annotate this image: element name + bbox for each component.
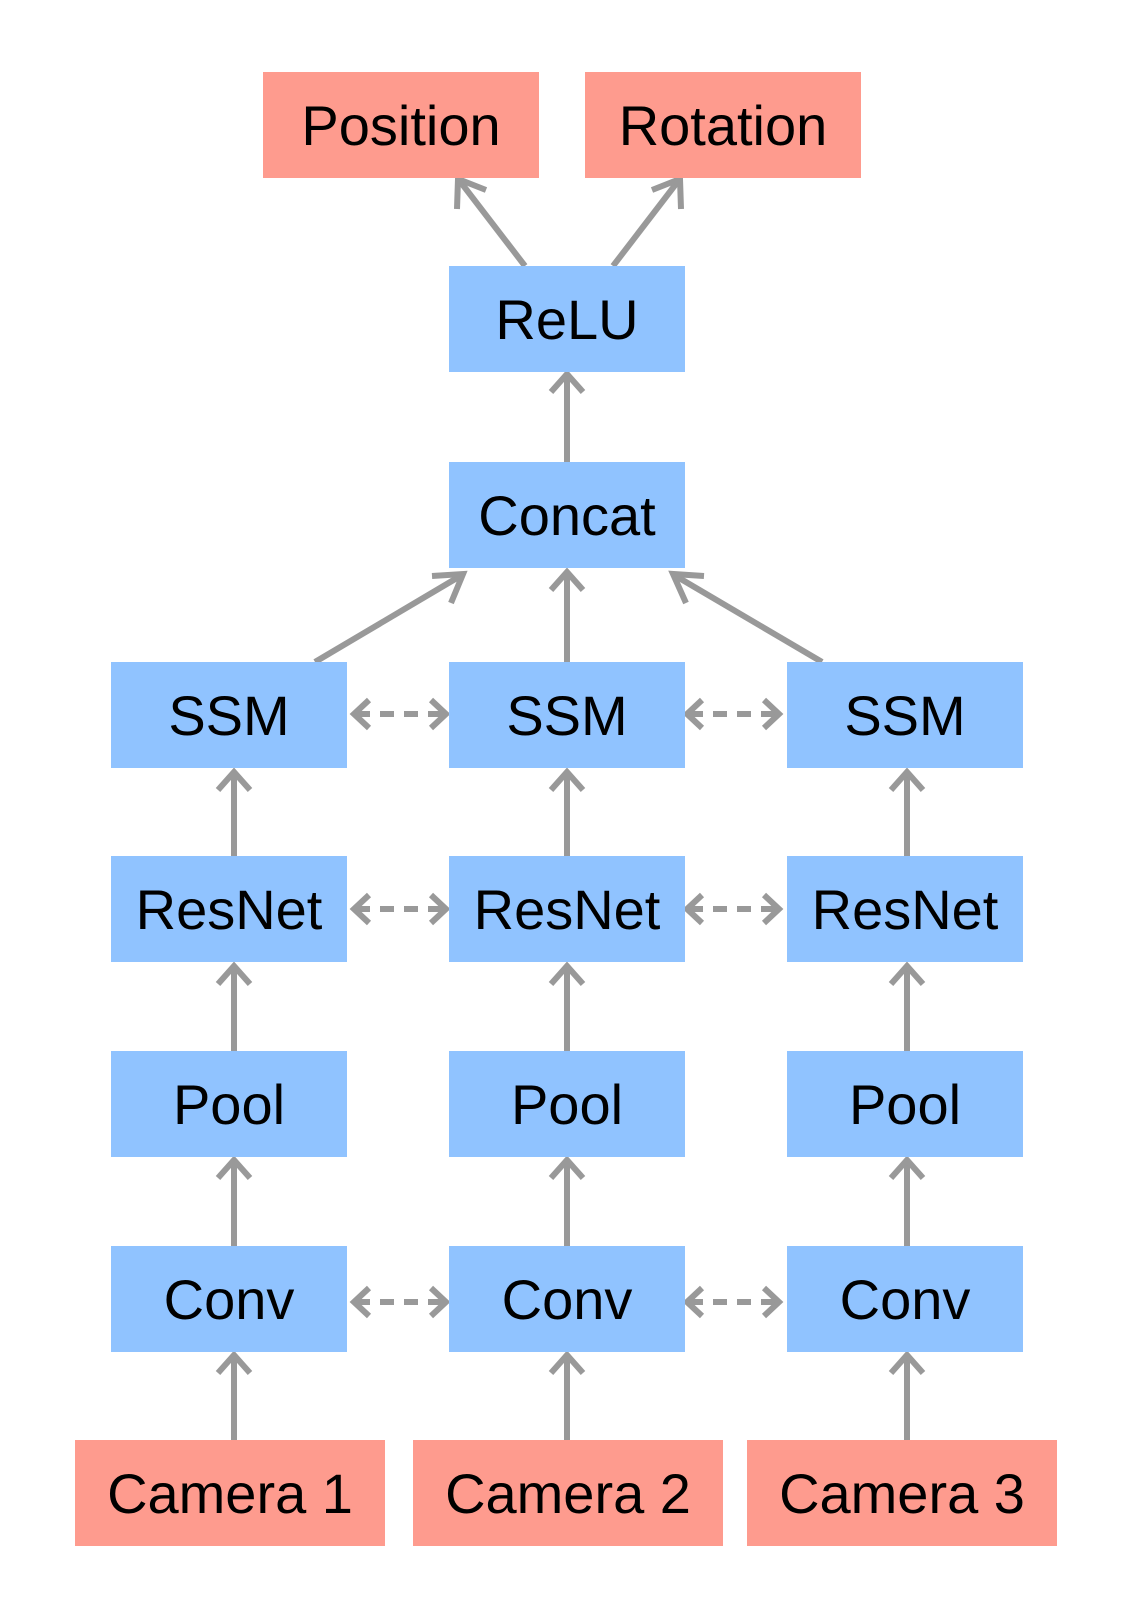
- output-position: Position: [263, 72, 539, 178]
- arrows-column-1: [215, 767, 253, 1440]
- arrow-relu-to-position: [454, 174, 528, 268]
- conv-layer-3: Conv: [787, 1246, 1023, 1352]
- resnet-layer-3: ResNet: [787, 856, 1023, 962]
- arrow-ssm2-to-concat: [548, 567, 586, 662]
- dashed-links-conv: [349, 1285, 784, 1319]
- camera-input-2: Camera 2: [413, 1440, 723, 1546]
- conv-layer-2: Conv: [449, 1246, 685, 1352]
- relu-layer: ReLU: [449, 266, 685, 372]
- ssm-layer-1: SSM: [111, 662, 347, 768]
- ssm-layer-3: SSM: [787, 662, 1023, 768]
- camera-input-1: Camera 1: [75, 1440, 385, 1546]
- resnet-layer-1: ResNet: [111, 856, 347, 962]
- arrows-column-2: [548, 767, 586, 1440]
- output-rotation: Rotation: [585, 72, 861, 178]
- camera-input-3: Camera 3: [747, 1440, 1057, 1546]
- arrow-relu-to-rotation: [610, 174, 684, 268]
- dashed-links-ssm: [349, 697, 784, 731]
- pool-layer-2: Pool: [449, 1051, 685, 1157]
- arrow-ssm3-to-concat: [668, 570, 824, 665]
- pool-layer-1: Pool: [111, 1051, 347, 1157]
- ssm-layer-2: SSM: [449, 662, 685, 768]
- arrow-ssm1-to-concat: [313, 570, 468, 665]
- arrows-column-3: [888, 767, 926, 1440]
- pool-layer-3: Pool: [787, 1051, 1023, 1157]
- concat-layer: Concat: [449, 462, 685, 568]
- resnet-layer-2: ResNet: [449, 856, 685, 962]
- dashed-links-resnet: [349, 892, 784, 926]
- conv-layer-1: Conv: [111, 1246, 347, 1352]
- arrow-concat-to-relu: [548, 369, 586, 462]
